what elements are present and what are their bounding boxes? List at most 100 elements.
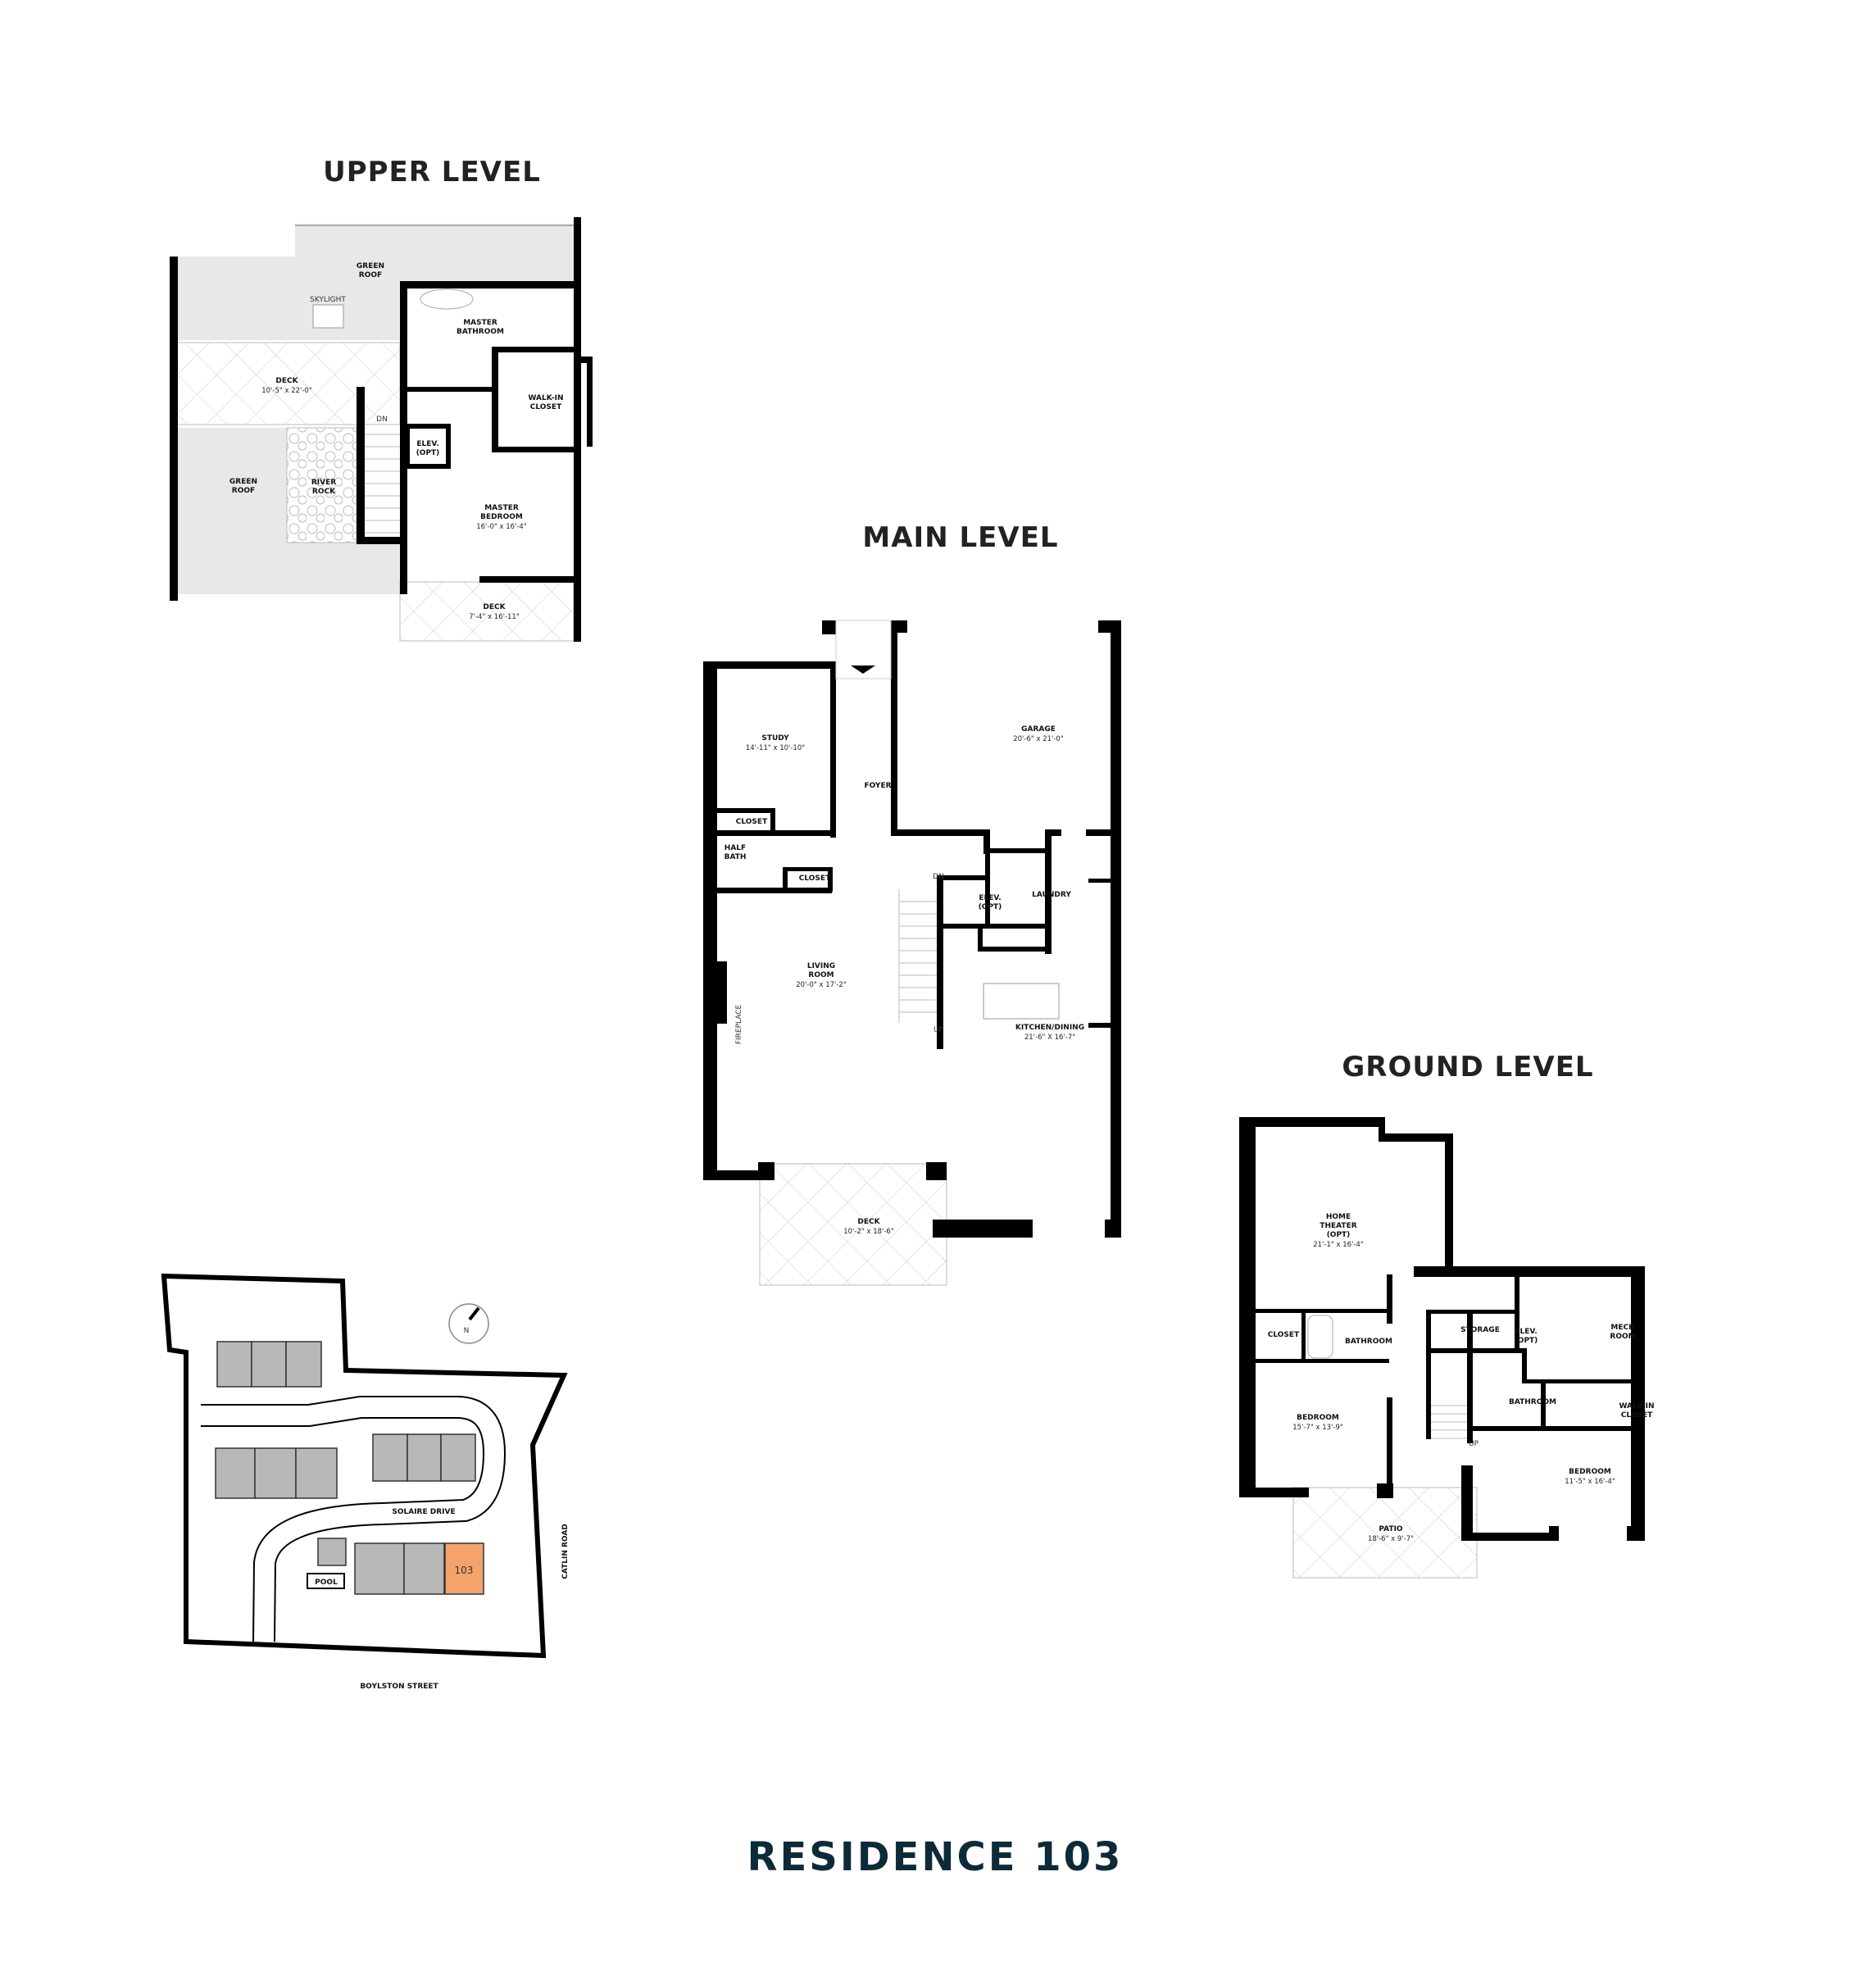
site-building	[403, 1542, 445, 1595]
room-label-g-bed-1: BEDROOM 15'-7" x 13'-9"	[1292, 1414, 1343, 1432]
residence-103-highlight[interactable]	[444, 1542, 484, 1595]
room-label-m-up: UP	[933, 1026, 944, 1034]
room-label-m-laundry: LAUNDRY	[1032, 891, 1071, 899]
room-label-g-bath-2: BATHROOM	[1509, 1398, 1556, 1406]
room-name: CLOSET	[530, 403, 562, 411]
room-name: KITCHEN/DINING	[1015, 1024, 1084, 1032]
room-dimensions: 11'-5" x 16'-4"	[1565, 1478, 1615, 1486]
room-label-m-closet-1: CLOSET	[736, 818, 768, 826]
room-name: HOME	[1326, 1213, 1351, 1221]
room-label-m-fireplace: FIREPLACE	[735, 1004, 743, 1044]
room-name: ROCK	[312, 488, 336, 496]
room-dimensions: 20'-0" x 17'-2"	[796, 981, 847, 989]
room-name: STUDY	[761, 734, 789, 743]
site-building	[407, 1433, 442, 1482]
room-label-g-bath-1: BATHROOM	[1345, 1338, 1392, 1346]
deck-area	[399, 581, 575, 642]
room-name: WALK-IN	[1619, 1402, 1654, 1411]
room-dimensions: 21'-6" X 16'-7"	[1024, 1033, 1075, 1042]
ground-level-title: GROUND LEVEL	[1342, 1051, 1593, 1083]
room-name: ROOF	[359, 271, 382, 279]
ground-level-plan	[1239, 1117, 1645, 1579]
room-dimensions: 14'-11" x 10'-10"	[746, 744, 805, 752]
room-name: STORAGE	[1460, 1326, 1500, 1334]
pool	[307, 1573, 345, 1589]
upper-level-plan	[170, 217, 593, 642]
room-name: BATHROOM	[1509, 1398, 1556, 1406]
room-name: FIREPLACE	[735, 1004, 743, 1044]
site-building	[254, 1447, 297, 1499]
room-name: DN	[376, 416, 388, 424]
site-building	[251, 1341, 287, 1388]
room-dimensions: 18'-6" x 9'-7"	[1368, 1535, 1414, 1543]
room-dimensions: 7'-4" x 16'-11"	[469, 613, 520, 621]
site-road	[201, 1396, 506, 1642]
main-level-title: MAIN LEVEL	[862, 521, 1058, 554]
main-level-plan	[703, 620, 1121, 1286]
room-name: UP	[1469, 1440, 1479, 1448]
room-label-u-dn: DN	[376, 416, 388, 424]
room-name: BATH	[725, 853, 747, 861]
room-label-m-dn: DN	[933, 873, 944, 881]
room-name: GREEN	[357, 262, 384, 270]
room-dimensions: 10'-5" x 22'-0"	[261, 387, 312, 395]
room-name: GARAGE	[1021, 725, 1056, 734]
room-label-u-deck-1: DECK 10'-5" x 22'-0"	[261, 377, 312, 395]
kitchen-island	[983, 983, 1060, 1020]
room-name: BATHROOM	[1345, 1338, 1392, 1346]
room-name: ROOM	[808, 971, 834, 979]
room-name: ELEV.	[1515, 1328, 1537, 1336]
room-name: FOYER	[864, 782, 891, 790]
room-name: CLOSET	[1268, 1331, 1300, 1339]
room-dimensions: 15'-7" x 13'-9"	[1292, 1424, 1343, 1432]
upper-level-title: UPPER LEVEL	[323, 156, 541, 189]
room-label-u-deck-2: DECK 7'-4" x 16'-11"	[469, 603, 520, 621]
room-name: DECK	[275, 377, 298, 385]
room-label-m-closet-2: CLOSET	[799, 874, 831, 883]
room-name: BEDROOM	[480, 513, 523, 521]
room-name: MASTER	[463, 319, 497, 327]
clubhouse-building	[317, 1538, 347, 1566]
room-name: MASTER	[484, 504, 519, 512]
room-name: (OPT)	[1515, 1337, 1538, 1345]
site-building	[440, 1433, 476, 1482]
room-label-g-closet: CLOSET	[1268, 1331, 1300, 1339]
site-building	[215, 1447, 256, 1499]
room-name: (OPT)	[979, 903, 1002, 911]
room-name: BEDROOM	[1297, 1414, 1339, 1422]
room-name: ROOF	[232, 487, 255, 495]
room-label-m-elev: ELEV.(OPT)	[979, 894, 1002, 911]
site-building	[295, 1447, 338, 1499]
skylight	[312, 304, 344, 329]
green-roof-area	[177, 428, 400, 594]
green-roof-area	[177, 224, 574, 340]
river-rock-area	[286, 427, 357, 543]
room-label-u-skylight: SKYLIGHT	[310, 296, 346, 304]
room-name: PATIO	[1379, 1525, 1403, 1533]
room-label-u-elev: ELEV.(OPT)	[416, 440, 440, 457]
room-label-m-foyer: FOYER	[864, 782, 891, 790]
room-label-g-storage: STORAGE	[1460, 1326, 1500, 1334]
room-label-g-elev: ELEV.(OPT)	[1515, 1328, 1538, 1345]
room-dimensions: 16'-0" x 16'-4"	[476, 523, 527, 531]
room-name: DECK	[483, 603, 506, 611]
room-name: DECK	[857, 1218, 880, 1226]
room-dimensions: 20'-6" x 21'-0"	[1013, 735, 1064, 743]
patio-area	[1292, 1487, 1478, 1579]
street-label-catlin: CATLIN ROAD	[561, 1524, 570, 1579]
site-building	[354, 1542, 405, 1595]
room-name: BATHROOM	[457, 328, 504, 336]
